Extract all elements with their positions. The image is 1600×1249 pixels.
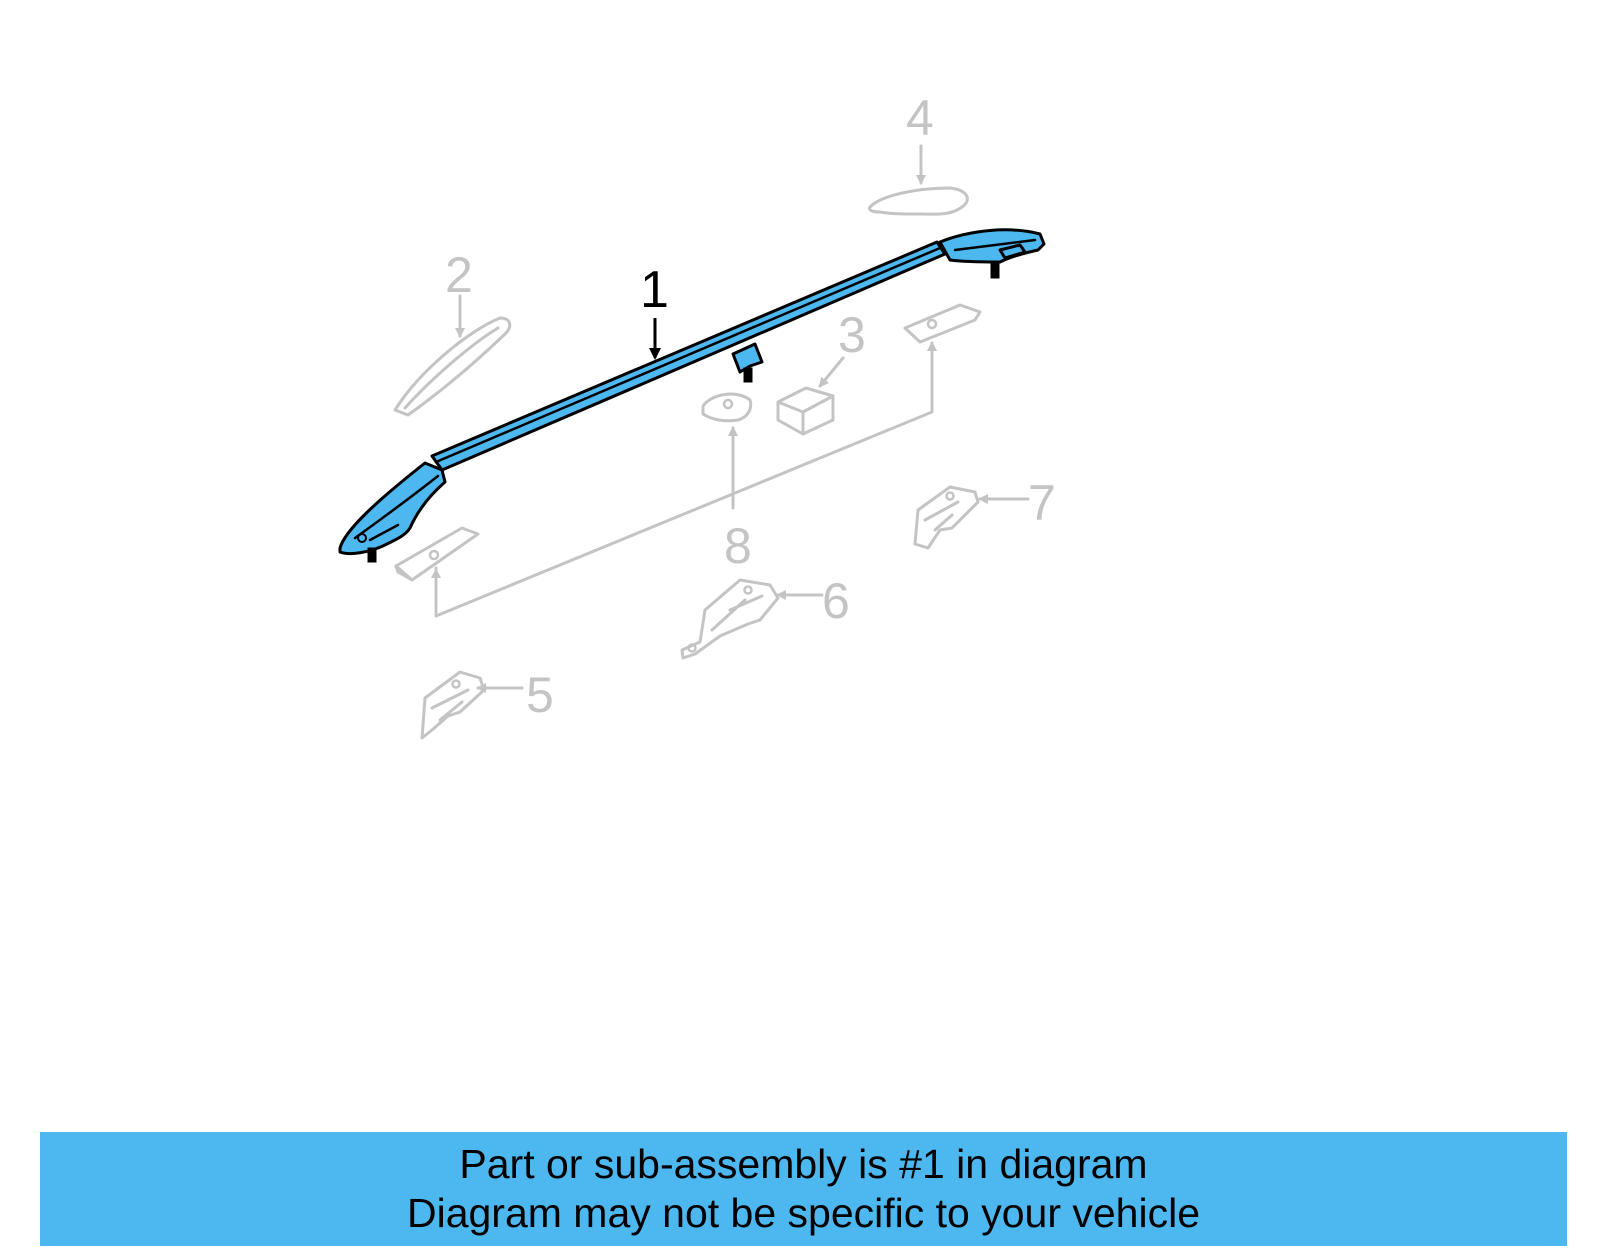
part-7-bracket (913, 485, 1030, 550)
callout-7: 7 (1028, 475, 1056, 531)
part-5-bracket (420, 670, 524, 740)
banner-line-part: Part or sub-assembly is #1 in diagram (459, 1141, 1148, 1187)
part-5-pads (394, 303, 982, 618)
part-6-bracket (680, 578, 824, 660)
part-4-end-cover (868, 144, 969, 216)
part-3-block (776, 356, 845, 436)
callout-6: 6 (822, 573, 850, 629)
callout-8: 8 (724, 518, 752, 574)
callout-1: 1 (640, 261, 669, 319)
part-1-roof-rail (338, 228, 1046, 563)
callout-2: 2 (445, 247, 473, 303)
callout-4: 4 (906, 90, 934, 146)
info-banner: Part or sub-assembly is #1 in diagram Di… (40, 1132, 1567, 1246)
callout-3: 3 (838, 307, 866, 363)
part-2-front-cover (393, 294, 512, 417)
banner-line-disclaimer: Diagram may not be specific to your vehi… (406, 1190, 1200, 1236)
part-8-pad (701, 392, 753, 510)
callout-5: 5 (526, 667, 554, 723)
